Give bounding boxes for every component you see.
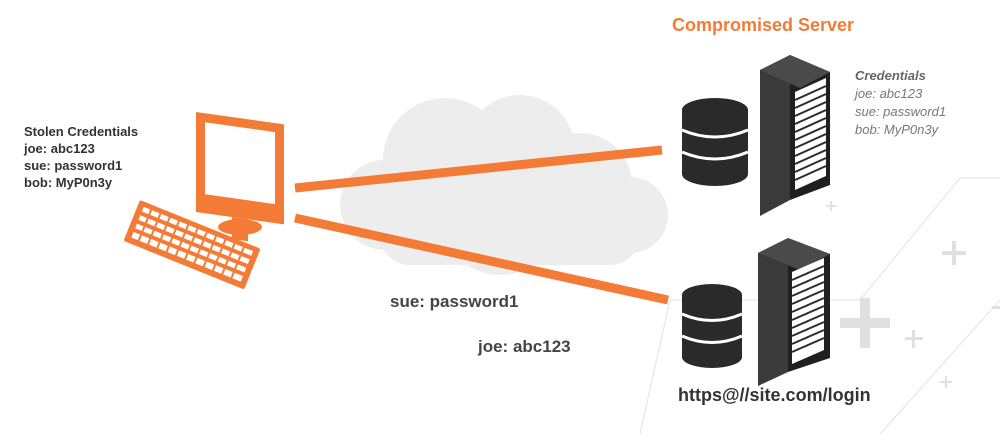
connection-line-to-compromised xyxy=(294,145,663,193)
database-icon-target xyxy=(681,284,743,368)
server-tower-icon-compromised xyxy=(760,55,830,216)
computer-icon xyxy=(124,112,284,289)
stolen-credentials-title: Stolen Credentials xyxy=(24,124,139,139)
server-credentials-title: Credentials xyxy=(855,68,926,83)
flow-label-joe: joe: abc123 xyxy=(478,337,571,356)
cloud-icon xyxy=(340,95,668,275)
database-icon-compromised xyxy=(681,98,749,186)
stolen-credential-line: joe: abc123 xyxy=(24,141,95,156)
server-credential-line: joe: abc123 xyxy=(855,86,923,101)
server-credential-line: bob: MyP0n3y xyxy=(855,122,939,137)
connection-lines xyxy=(294,145,669,305)
target-login-url: https@//site.com/login xyxy=(678,385,871,405)
compromised-server-title: Compromised Server xyxy=(672,15,855,35)
connection-line-to-target xyxy=(294,213,669,305)
background-plus-signs xyxy=(826,201,1000,388)
server-tower-icon-target xyxy=(758,238,830,386)
stolen-credential-line: sue: password1 xyxy=(24,158,123,173)
stolen-credential-line: bob: MyP0n3y xyxy=(24,175,113,190)
flow-label-sue: sue: password1 xyxy=(390,292,519,311)
server-credential-line: sue: password1 xyxy=(855,104,947,119)
